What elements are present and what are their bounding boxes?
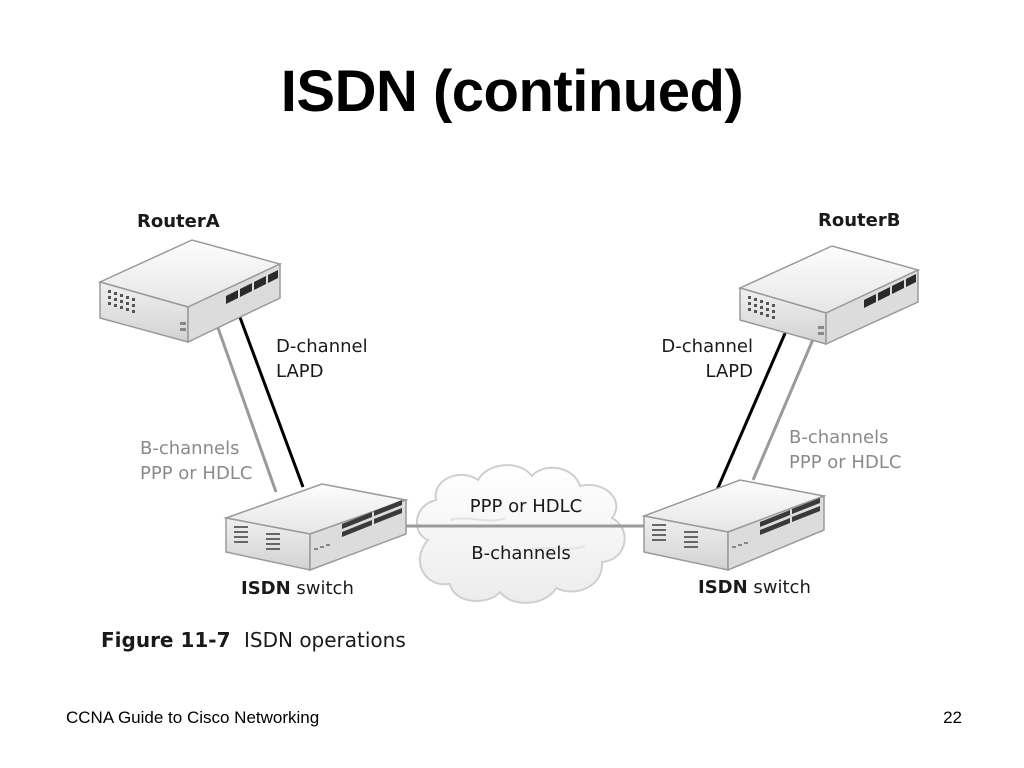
left-switch-vents bbox=[234, 526, 280, 550]
cloud-top-label: PPP or HDLC bbox=[470, 496, 582, 517]
left-isdn-switch bbox=[223, 483, 409, 572]
router-b-label: RouterB bbox=[818, 210, 900, 231]
router-a-vent bbox=[108, 290, 135, 313]
left-switch-label: ISDN switch bbox=[241, 578, 354, 599]
left-dchannel-label-1: D-channel bbox=[276, 336, 368, 357]
left-bchannels-label-2: PPP or HDLC bbox=[140, 463, 252, 484]
right-bchannels-label-2: PPP or HDLC bbox=[789, 452, 901, 473]
router-a bbox=[97, 239, 283, 344]
right-dchannel-label-1: D-channel bbox=[661, 336, 753, 357]
left-dchannel-label-2: LAPD bbox=[276, 361, 323, 382]
right-b-channel-line bbox=[751, 329, 819, 481]
right-connections bbox=[715, 314, 819, 491]
caption-text: ISDN operations bbox=[244, 628, 406, 652]
router-a-ports bbox=[226, 270, 278, 304]
router-b-vent bbox=[748, 296, 775, 319]
slide-title: ISDN (continued) bbox=[280, 59, 744, 124]
footer-course-title: CCNA Guide to Cisco Networking bbox=[66, 708, 320, 727]
right-switch-vents bbox=[652, 524, 698, 548]
cloud-bottom-label: B-channels bbox=[471, 543, 570, 564]
right-switch-ports bbox=[760, 498, 820, 535]
left-b-channel-line bbox=[215, 324, 278, 493]
right-isdn-switch bbox=[641, 479, 827, 572]
left-bchannels-label-1: B-channels bbox=[140, 438, 239, 459]
left-switch-label-rest: switch bbox=[291, 578, 354, 599]
router-b bbox=[737, 245, 921, 346]
caption-number: Figure 11-7 bbox=[101, 628, 231, 652]
left-d-channel-line bbox=[236, 311, 305, 488]
right-switch-label: ISDN switch bbox=[698, 577, 811, 598]
left-switch-label-bold: ISDN bbox=[241, 578, 291, 599]
right-d-channel-line bbox=[715, 314, 795, 491]
page-number: 22 bbox=[943, 708, 962, 727]
right-switch-label-bold: ISDN bbox=[698, 577, 748, 598]
left-connections bbox=[215, 311, 305, 493]
right-bchannels-label-1: B-channels bbox=[789, 427, 888, 448]
router-a-label: RouterA bbox=[137, 211, 220, 232]
right-switch-label-rest: switch bbox=[748, 577, 811, 598]
router-b-ports bbox=[864, 274, 916, 308]
isdn-cloud bbox=[415, 464, 626, 604]
right-dchannel-label-2: LAPD bbox=[706, 361, 753, 382]
left-switch-ports bbox=[342, 500, 402, 537]
